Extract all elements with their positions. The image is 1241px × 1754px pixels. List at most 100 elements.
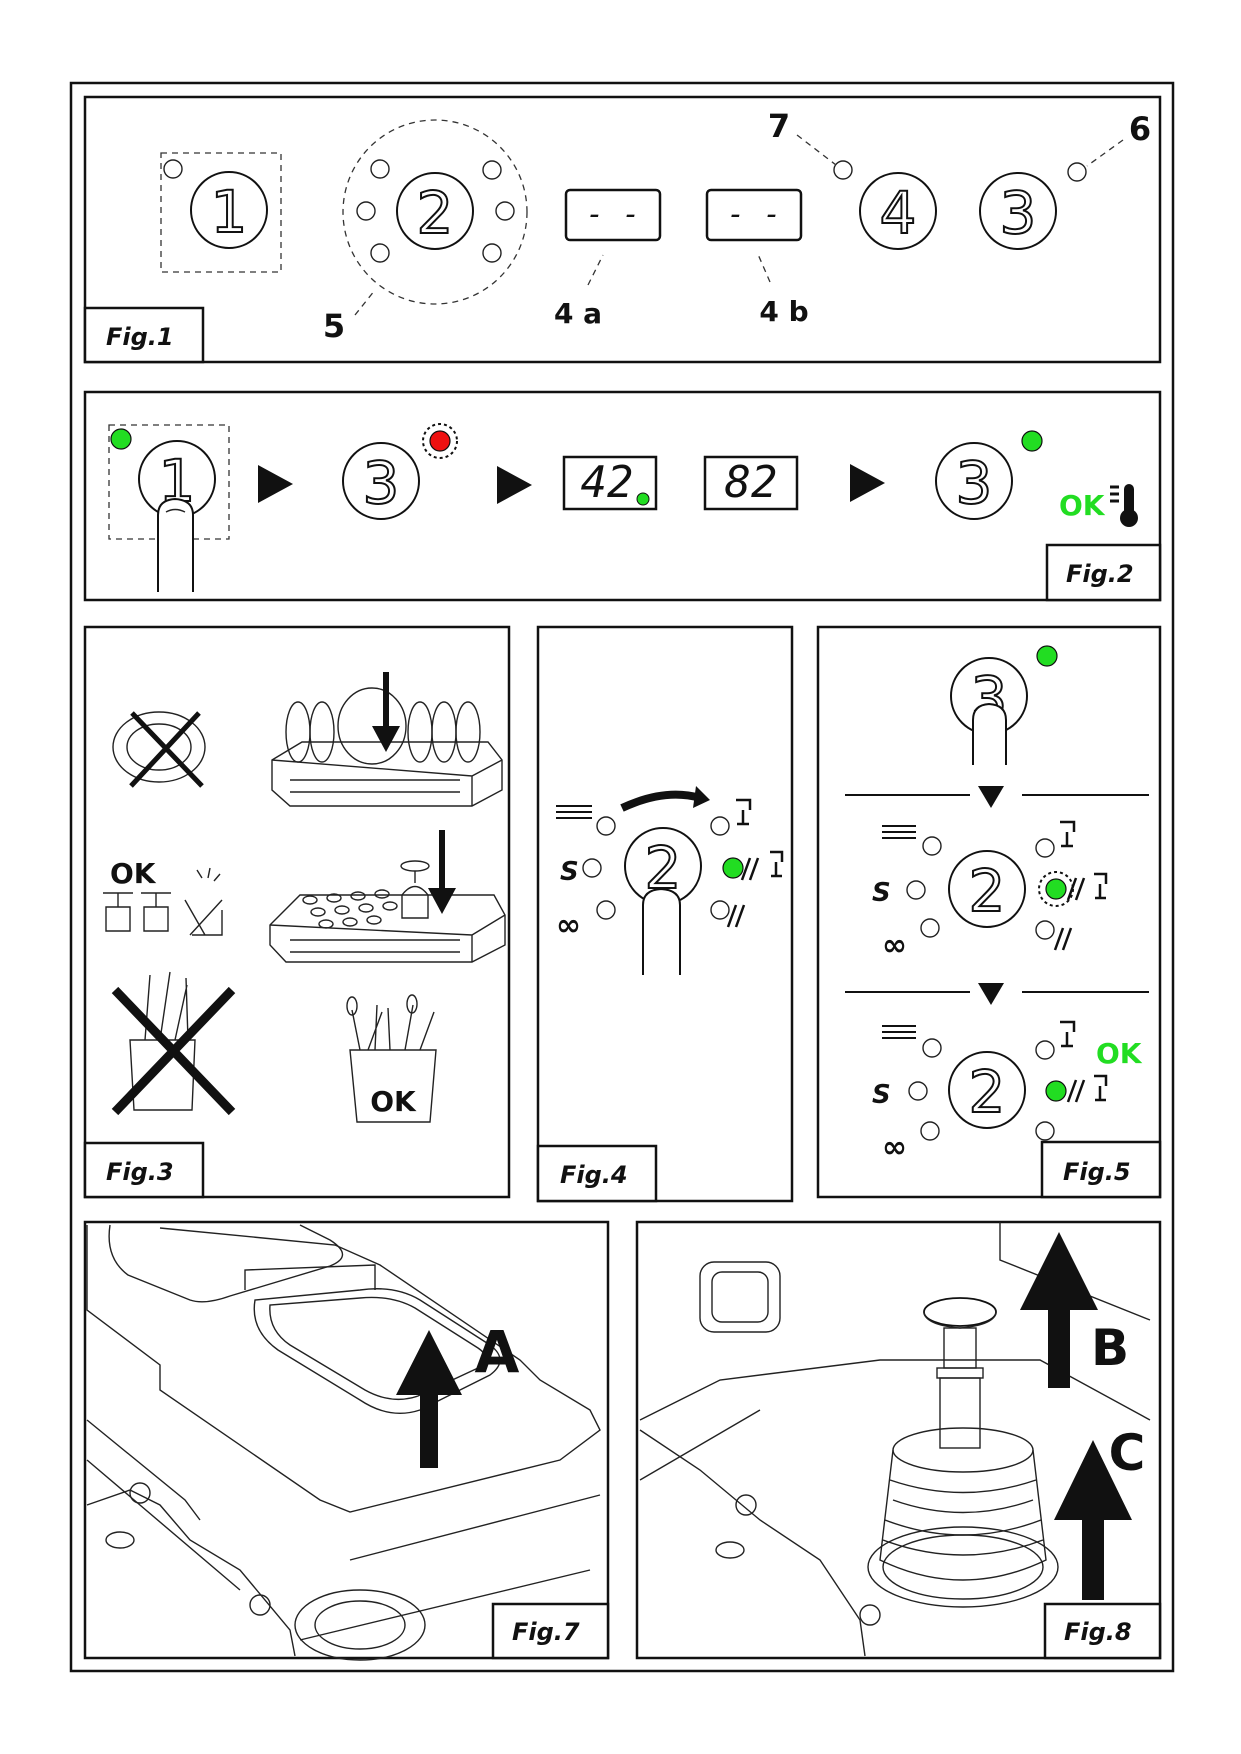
infinity-icon: ∞: [556, 908, 581, 943]
button-3-number: 3: [363, 449, 400, 517]
glass-pair-icon: [103, 867, 223, 936]
cutlery-basket-icon: [346, 994, 437, 1123]
fig2-label: Fig.2: [1066, 560, 1134, 588]
led-icon: [356, 201, 376, 221]
page-frame: [69, 81, 1175, 1673]
cutlery-glass-icon: [1066, 1074, 1108, 1103]
ok-text: OK: [1059, 489, 1106, 522]
water-fill-icon: [556, 805, 592, 819]
led-green-icon: [1021, 430, 1043, 452]
led-icon: [582, 858, 602, 878]
led-icon: [596, 900, 616, 920]
button-3-number: 3: [956, 449, 993, 517]
cutlery-glass-icon: [740, 850, 784, 881]
down-arrow-icon: [978, 786, 1004, 808]
led-icon: [482, 243, 502, 263]
display-4b-text: 82: [725, 457, 778, 508]
led-green-icon: [1045, 1080, 1067, 1102]
button-1-highlight: [160, 152, 282, 273]
arrow-c-letter: C: [1109, 1424, 1146, 1482]
button-2-icon[interactable]: [948, 850, 1026, 928]
glass-icon: [1060, 820, 1076, 848]
led-green-icon: [636, 492, 650, 506]
overflow-pipe-icon: [923, 1297, 997, 1449]
fig8-panel: B C Fig.8: [635, 1220, 1162, 1660]
callout-7: 7: [768, 107, 790, 145]
filter-icon: [867, 1427, 1059, 1608]
cutlery-icon: [726, 904, 746, 928]
crossed-cutlery-basket-icon: [111, 971, 236, 1116]
led-icon: [710, 816, 730, 836]
button-4-number: 4: [880, 179, 917, 247]
infinity-icon: ∞: [882, 1130, 907, 1165]
finger-press-icon: [157, 497, 194, 592]
fig3-label: Fig.3: [106, 1158, 174, 1186]
regeneration-icon: S: [560, 857, 579, 887]
led-icon: [163, 159, 183, 179]
button-2-icon[interactable]: [948, 1051, 1026, 1129]
up-arrow-icon: [396, 1330, 462, 1468]
button-2-number: 2: [417, 179, 454, 247]
button-3-icon[interactable]: [342, 442, 420, 520]
led-icon: [370, 159, 390, 179]
down-arrow-icon: [978, 983, 1004, 1005]
display-4b-text: - -: [727, 197, 781, 232]
led-icon: [1067, 162, 1087, 182]
up-arrow-icon: [1020, 1232, 1098, 1388]
fig1-panel: Fig.1 1 2 - - - - 4 3 7 6: [83, 95, 1162, 364]
led-icon: [482, 160, 502, 180]
display-4b: [705, 188, 803, 242]
cutlery-icon: [1053, 927, 1073, 951]
plate-rack-icon: [271, 672, 503, 807]
fig1-label: Fig.1: [106, 323, 174, 351]
button-4-icon[interactable]: [859, 172, 937, 250]
button-3-icon[interactable]: [935, 442, 1013, 520]
button-1-number: 1: [211, 178, 248, 246]
fig7-panel: A Fig.7: [83, 1220, 610, 1661]
tub-cover-icon: [86, 1224, 601, 1661]
button-1-highlight: [108, 424, 230, 540]
ok-text: OK: [1096, 1037, 1143, 1070]
fig2-panel: Fig.2 1 3 42 82 3 OK: [83, 390, 1162, 602]
led-green-icon: [1036, 645, 1058, 667]
led-icon: [710, 900, 730, 920]
callout-4a: 4 a: [554, 297, 602, 330]
cutlery-glass-icon: [1066, 872, 1108, 901]
glass-icon: [736, 798, 752, 826]
arrow-a-letter: A: [475, 1318, 520, 1386]
fig5-panel: Fig.5 3 S ∞ 2 S ∞ 2: [816, 625, 1162, 1199]
water-fill-icon: [882, 825, 916, 839]
led-icon: [495, 201, 515, 221]
glass-rack-icon: [269, 830, 506, 963]
callout-6: 6: [1129, 110, 1151, 148]
button-3-number: 3: [1000, 179, 1037, 247]
ok-cutlery-text: OK: [370, 1085, 417, 1118]
led-icon: [596, 816, 616, 836]
water-fill-icon: [882, 1025, 916, 1039]
button-2-number: 2: [969, 857, 1006, 925]
arrow-b-letter: B: [1091, 1319, 1129, 1377]
thermometer-icon: [1110, 484, 1138, 527]
button-1-icon[interactable]: [190, 171, 268, 249]
led-green-icon: [722, 857, 744, 879]
button-2-icon[interactable]: [396, 172, 474, 250]
tub-interior-icon: [639, 1222, 1151, 1657]
button-3-icon[interactable]: [979, 172, 1057, 250]
fig5-label: Fig.5: [1063, 1158, 1131, 1186]
led-icon: [833, 160, 853, 180]
fig7-label: Fig.7: [512, 1618, 580, 1646]
program-ring: [342, 119, 528, 305]
play-arrow-icon: [258, 465, 293, 503]
fig4-label: Fig.4: [560, 1161, 628, 1189]
up-arrow-icon: [1054, 1440, 1132, 1600]
led-red-blinking-icon: [422, 423, 458, 459]
led-green-icon: [110, 428, 132, 450]
fig4-panel: Fig.4 S ∞ 2: [536, 625, 794, 1203]
button-2-number: 2: [969, 1058, 1006, 1126]
fig8-label: Fig.8: [1064, 1618, 1132, 1646]
callout-4b: 4 b: [759, 295, 808, 328]
regeneration-icon: S: [872, 1080, 891, 1110]
display-4a-text: 42: [581, 457, 634, 508]
display-4a-text: - -: [586, 197, 640, 232]
